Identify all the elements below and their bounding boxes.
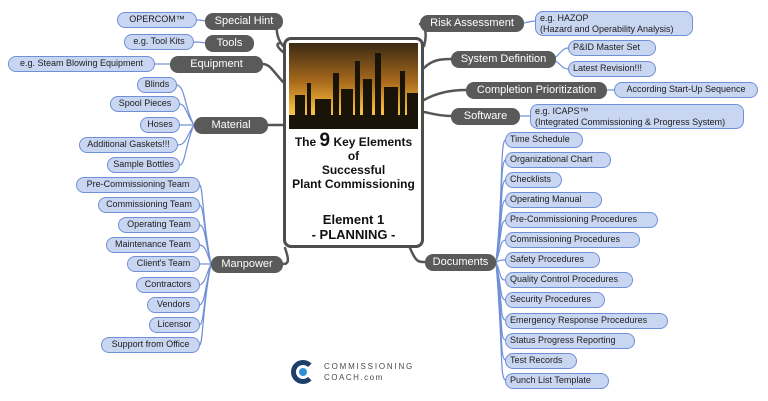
leaf-doc-security-procedures[interactable]: Security Procedures: [505, 292, 605, 308]
leaf-doc-status-progress-reporting[interactable]: Status Progress Reporting: [505, 333, 635, 349]
leaf-manpower-clients-team[interactable]: Client's Team: [127, 256, 200, 272]
logo-line1: COMMISSIONING: [324, 362, 415, 371]
branch-system-definition[interactable]: System Definition: [451, 51, 556, 68]
leaf-opercom[interactable]: OPERCOM™: [117, 12, 197, 28]
leaf-pid-master-set[interactable]: P&ID Master Set: [568, 40, 656, 56]
leaf-manpower-commissioning-team[interactable]: Commissioning Team: [98, 197, 200, 213]
leaf-doc-pre-commissioning-procedures[interactable]: Pre-Commissioning Procedures: [505, 212, 658, 228]
leaf-material-spool-pieces[interactable]: Spool Pieces: [110, 96, 180, 112]
leaf-hazop-line1: e.g. HAZOP: [540, 13, 589, 23]
leaf-manpower-support-from-office[interactable]: Support from Office: [101, 337, 200, 353]
leaf-tool-kits[interactable]: e.g. Tool Kits: [124, 34, 194, 50]
leaf-manpower-maintenance-team[interactable]: Maintenance Team: [106, 237, 200, 253]
element-subtitle: - PLANNING -: [311, 227, 396, 242]
leaf-doc-emergency-response-procedures[interactable]: Emergency Response Procedures: [505, 313, 668, 329]
leaf-icaps-line1: e.g. ICAPS™: [535, 106, 589, 116]
leaf-hazop-line2: (Hazard and Operability Analysis): [540, 24, 674, 34]
leaf-manpower-contractors[interactable]: Contractors: [136, 277, 200, 293]
leaf-doc-time-schedule[interactable]: Time Schedule: [505, 132, 583, 148]
branch-special-hint[interactable]: Special Hint: [205, 13, 283, 30]
leaf-manpower-operating-team[interactable]: Operating Team: [118, 217, 200, 233]
central-title: The 9 Key Elements of Successful Plant C…: [286, 131, 421, 191]
leaf-hazop[interactable]: e.g. HAZOP (Hazard and Operability Analy…: [535, 11, 693, 36]
logo-c-icon: [291, 360, 315, 384]
branch-documents[interactable]: Documents: [425, 254, 496, 271]
branch-equipment[interactable]: Equipment: [170, 56, 263, 73]
leaf-icaps[interactable]: e.g. ICAPS™ (Integrated Commissioning & …: [530, 104, 744, 129]
commissioning-coach-logo: COMMISSIONING COACH.com: [291, 358, 421, 388]
leaf-doc-safety-procedures[interactable]: Safety Procedures: [505, 252, 600, 268]
leaf-doc-commissioning-procedures[interactable]: Commissioning Procedures: [505, 232, 640, 248]
leaf-doc-organizational-chart[interactable]: Organizational Chart: [505, 152, 611, 168]
branch-tools[interactable]: Tools: [205, 35, 254, 52]
title-number: 9: [319, 130, 331, 151]
leaf-doc-checklists[interactable]: Checklists: [505, 172, 562, 188]
leaf-doc-test-records[interactable]: Test Records: [505, 353, 577, 369]
title-line3: Successful: [321, 163, 386, 177]
leaf-icaps-line2: (Integrated Commissioning & Progress Sys…: [535, 117, 726, 127]
leaf-doc-punch-list-template[interactable]: Punch List Template: [505, 373, 609, 389]
leaf-manpower-pre-commissioning-team[interactable]: Pre-Commissioning Team: [76, 177, 200, 193]
element-label: Element 1 - PLANNING -: [286, 212, 421, 242]
leaf-start-up-sequence[interactable]: According Start-Up Sequence: [614, 82, 758, 98]
title-of: of: [347, 149, 360, 163]
leaf-steam-blowing[interactable]: e.g. Steam Blowing Equipment: [8, 56, 155, 72]
branch-software[interactable]: Software: [451, 108, 520, 125]
central-topic: The 9 Key Elements of Successful Plant C…: [283, 37, 424, 248]
leaf-material-additional-gaskets[interactable]: Additional Gaskets!!!: [79, 137, 178, 153]
leaf-material-blinds[interactable]: Blinds: [137, 77, 177, 93]
leaf-doc-operating-manual[interactable]: Operating Manual: [505, 192, 602, 208]
branch-material[interactable]: Material: [194, 117, 268, 134]
branch-risk-assessment[interactable]: Risk Assessment: [420, 15, 524, 32]
branch-completion-prioritization[interactable]: Completion Prioritization: [466, 82, 607, 99]
leaf-material-sample-bottles[interactable]: Sample Bottles: [107, 157, 180, 173]
branch-manpower[interactable]: Manpower: [211, 256, 283, 273]
refinery-photo: [289, 43, 418, 129]
element-number: Element 1: [322, 212, 385, 227]
leaf-doc-quality-control-procedures[interactable]: Quality Control Procedures: [505, 272, 633, 288]
leaf-manpower-licensor[interactable]: Licensor: [149, 317, 200, 333]
logo-dot-icon: [299, 368, 307, 376]
leaf-latest-revision[interactable]: Latest Revision!!!: [568, 61, 656, 77]
title-line4: Plant Commissioning: [292, 177, 415, 191]
title-pre: The: [294, 135, 317, 149]
leaf-manpower-vendors[interactable]: Vendors: [147, 297, 200, 313]
logo-line2: COACH.com: [324, 373, 384, 382]
leaf-material-hoses[interactable]: Hoses: [140, 117, 180, 133]
title-post: Key Elements: [333, 135, 413, 149]
